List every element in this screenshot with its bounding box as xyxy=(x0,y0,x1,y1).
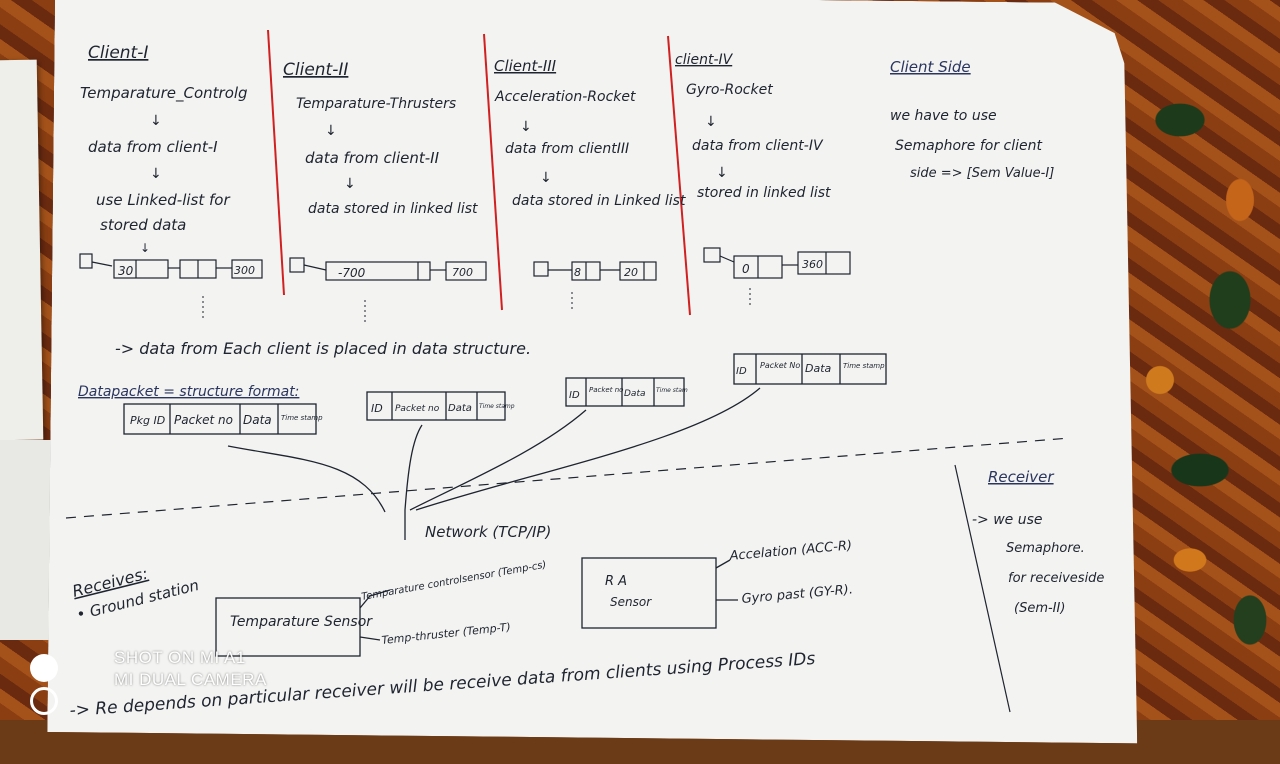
handwritten-diagram: Client-I Temparature_Controlg ↓ data fro… xyxy=(65,29,1104,720)
packet-4-no: Packet No xyxy=(760,361,800,370)
packet-1-id: Pkg ID xyxy=(130,414,165,427)
client-3-step1: data from clientIII xyxy=(505,141,629,157)
packet-4-time: Time stamp xyxy=(843,362,885,370)
client-2-title: Client-II xyxy=(283,60,348,80)
client-1-step3: stored data xyxy=(100,216,186,234)
client-4-linked-list xyxy=(703,247,851,279)
receiver-divider xyxy=(954,464,1011,713)
packet-4-id: ID xyxy=(736,366,747,377)
client-4-value-b: 360 xyxy=(802,258,823,271)
client-2-step1: data from client-II xyxy=(305,149,440,167)
dashed-divider xyxy=(65,437,1071,519)
arrow-down-icon: ↓ xyxy=(705,114,717,130)
acc-label: Accelation (ACC-R) xyxy=(728,538,853,564)
receiver-title: Receiver xyxy=(988,468,1054,486)
receiver-line3: for receiveside xyxy=(1008,571,1104,586)
packet-format-title: Datapacket = structure format: xyxy=(78,384,299,400)
client-2-step2: data stored in linked list xyxy=(308,201,478,217)
packet-2-time: Time stamp xyxy=(479,403,515,410)
ra-sensor-label-1: R A xyxy=(605,574,627,589)
packet-1-no: Packet no xyxy=(174,413,233,427)
network-label: Network (TCP/IP) xyxy=(425,523,551,541)
packet-3-time: Time stam xyxy=(656,387,688,394)
client-4-step2: stored in linked list xyxy=(697,185,831,201)
gyro-label: Gyro past (GY-R). xyxy=(741,582,854,607)
client-3-value-b: 20 xyxy=(624,266,638,279)
client-1-device: Temparature_Controlg xyxy=(80,84,248,103)
client-2-value-b: 700 xyxy=(452,266,473,279)
client-4-title: client-IV xyxy=(675,52,734,68)
receiver-line1: -> we use xyxy=(972,512,1043,528)
client-side-line2: Semaphore for client xyxy=(895,138,1043,154)
separator-line-3 xyxy=(667,35,691,316)
temp-t-label: Temp-thruster (Temp-T) xyxy=(381,620,511,646)
temp-sensor-label: Temparature Sensor xyxy=(230,614,373,630)
watermark-line2: MI DUAL CAMERA xyxy=(114,670,267,689)
client-4-value-a: 0 xyxy=(742,262,750,276)
watermark-line1: SHOT ON MI A1 xyxy=(114,648,246,667)
client-3-title: Client-III xyxy=(494,57,557,75)
network-links xyxy=(227,387,761,540)
arrow-down-icon: ↓ xyxy=(716,165,728,181)
client-2-device: Temparature-Thrusters xyxy=(296,96,456,112)
client-1-value-b: 300 xyxy=(234,264,255,277)
separator-line-2 xyxy=(483,33,503,311)
arrow-down-icon: ↓ xyxy=(140,241,150,255)
client-3-device: Acceleration-Rocket xyxy=(494,89,636,105)
client-3-step2: data stored in Linked list xyxy=(512,193,686,209)
packet-box-4 xyxy=(733,353,887,385)
temp-cs-label: Temparature controlsensor (Temp-cs) xyxy=(361,560,548,603)
temperature-sensor-box xyxy=(215,557,738,657)
receiver-line4: (Sem-II) xyxy=(1014,601,1065,616)
packet-box-1 xyxy=(123,403,317,435)
ra-sensor-label-2: Sensor xyxy=(610,595,652,609)
packet-box-2 xyxy=(366,391,506,421)
client-1-step1: data from client-I xyxy=(88,138,218,156)
packet-3-no: Packet no xyxy=(589,386,623,394)
packet-3-id: ID xyxy=(569,390,580,401)
client-side-line1: we have to use xyxy=(890,108,997,124)
packet-2-no: Packet no xyxy=(395,404,440,414)
client-1-title: Client-I xyxy=(88,43,148,63)
dotted-arrows xyxy=(202,288,751,322)
packet-2-id: ID xyxy=(371,402,383,415)
packet-1-time: Time stamp xyxy=(281,414,323,422)
separator-line-1 xyxy=(267,29,285,296)
client-4-step1: data from client-IV xyxy=(692,138,824,154)
client-1-step2: use Linked-list for xyxy=(96,191,230,209)
client-3-linked-list xyxy=(533,261,657,281)
client-3-value-a: 8 xyxy=(574,266,581,279)
client-1-value-a: 30 xyxy=(118,264,134,278)
packet-box-3 xyxy=(565,377,685,407)
client-1-linked-list xyxy=(79,253,263,279)
camera-logo-icon xyxy=(30,654,64,720)
arrow-down-icon: ↓ xyxy=(540,170,552,186)
packet-2-data: Data xyxy=(448,403,472,414)
client-side-title: Client Side xyxy=(890,58,971,76)
client-side-line3: side => [Sem Value-I] xyxy=(910,166,1054,181)
arrow-down-icon: ↓ xyxy=(150,166,162,182)
arrow-down-icon: ↓ xyxy=(150,113,162,129)
placed-note: -> data from Each client is placed in da… xyxy=(115,339,531,358)
client-2-linked-list xyxy=(289,257,487,281)
arrow-down-icon: ↓ xyxy=(344,176,356,192)
client-2-value-a: -700 xyxy=(338,266,366,280)
arrow-down-icon: ↓ xyxy=(325,123,337,139)
arrow-down-icon: ↓ xyxy=(520,119,532,135)
packet-3-data: Data xyxy=(624,389,646,399)
packet-1-data: Data xyxy=(243,413,272,427)
receiver-line2: Semaphore. xyxy=(1006,541,1085,556)
client-4-device: Gyro-Rocket xyxy=(686,82,773,98)
packet-4-data: Data xyxy=(805,362,832,375)
